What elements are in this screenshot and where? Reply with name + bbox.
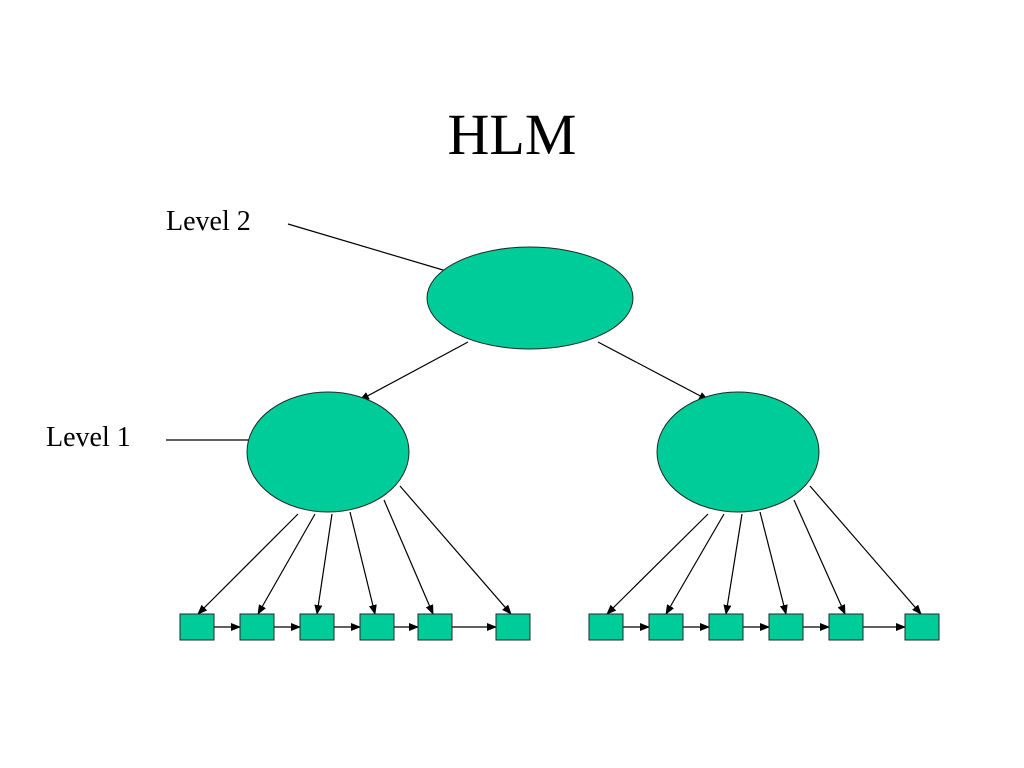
observation-node-b6 xyxy=(904,613,940,641)
level-2-cluster-node-L2 xyxy=(426,246,634,350)
edge-A-to-a6 xyxy=(399,485,512,615)
observation-node-b5 xyxy=(828,613,864,641)
observation-node-b4 xyxy=(768,613,804,641)
edge-B-to-b6 xyxy=(809,485,922,615)
edge-A-to-a1 xyxy=(197,513,299,615)
observation-node-b3 xyxy=(708,613,744,641)
observation-node-a4 xyxy=(359,613,395,641)
edge-A-to-a5 xyxy=(383,499,434,615)
observation-node-a2 xyxy=(239,613,275,641)
edge-L2-to-A xyxy=(359,341,469,401)
level-1-cluster-node-A xyxy=(246,391,410,513)
slide-title: HLM xyxy=(448,102,577,167)
edge-B-to-b3 xyxy=(723,513,743,615)
edge-A-to-a2 xyxy=(257,513,316,615)
observation-node-a6 xyxy=(495,613,531,641)
observation-node-a1 xyxy=(179,613,215,641)
diagram-nodes xyxy=(179,246,940,641)
observation-node-b1 xyxy=(588,613,624,641)
observation-node-a3 xyxy=(299,613,335,641)
level-2-pointer-arrow xyxy=(287,223,471,280)
level-1-label: Level 1 xyxy=(46,422,131,453)
edge-B-to-b1 xyxy=(606,513,709,615)
observation-node-b2 xyxy=(648,613,684,641)
edge-L2-to-B xyxy=(597,341,709,401)
edge-A-to-a3 xyxy=(314,513,333,615)
level-1-cluster-node-B xyxy=(656,391,820,513)
edge-A-to-a4 xyxy=(349,511,377,615)
level-2-label: Level 2 xyxy=(166,206,251,237)
edge-B-to-b5 xyxy=(793,499,846,615)
observation-node-a5 xyxy=(417,613,453,641)
edge-B-to-b4 xyxy=(759,511,788,615)
edge-B-to-b2 xyxy=(665,513,725,615)
diagram-edges xyxy=(197,341,922,631)
